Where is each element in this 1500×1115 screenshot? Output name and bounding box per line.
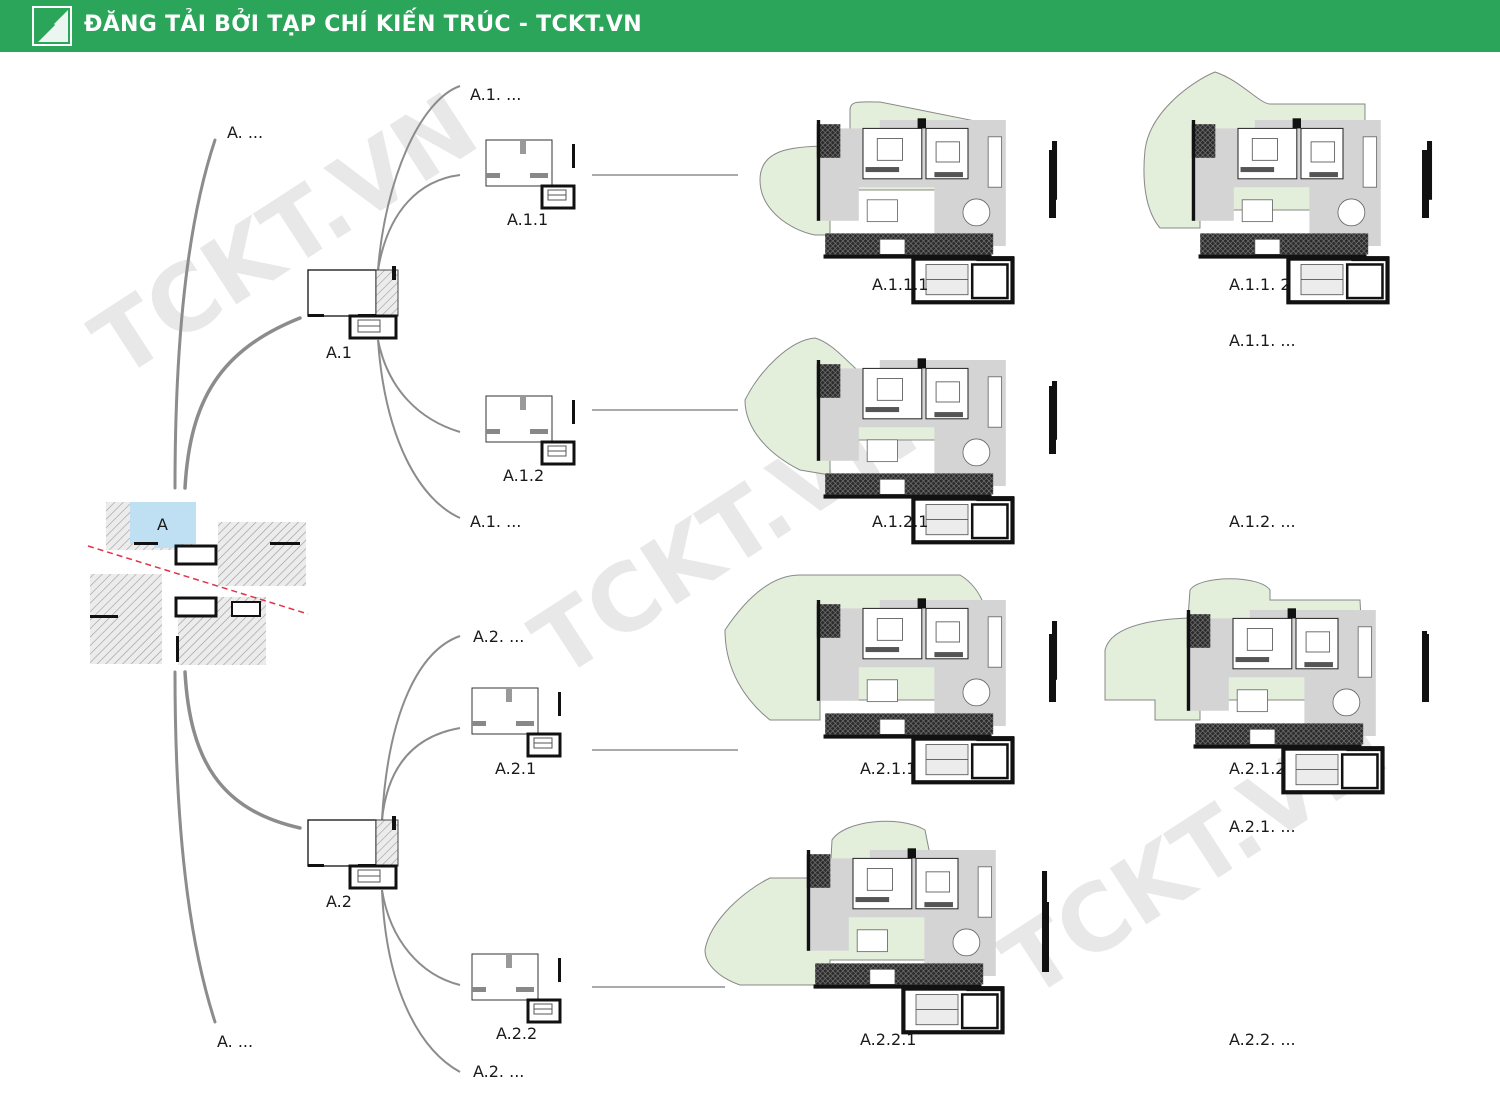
- watermark-1: TCKT.VN: [74, 73, 496, 399]
- label-a22-more: A.2.2. ...: [1229, 1030, 1296, 1049]
- label-a2: A.2: [326, 892, 352, 911]
- label-a1-more-bottom: A.1. ...: [470, 512, 521, 531]
- plan-a1: [306, 264, 400, 340]
- floorplan-variation-diagram: TCKT.VN TCKT.VN TCKT.VN A: [74, 71, 1500, 1081]
- plan-a121: [744, 337, 1057, 542]
- zone-label-a: A: [157, 515, 168, 534]
- label-a211: A.2.1.1: [860, 759, 916, 778]
- tckt-logo-icon: [32, 6, 72, 46]
- header-banner: ĐĂNG TẢI BỞI TẠP CHÍ KIẾN TRÚC - TCKT.VN: [0, 0, 1500, 52]
- plan-a212: [1104, 578, 1427, 793]
- zone-a-highlight: [130, 502, 196, 544]
- plan-a221: [704, 820, 1047, 1032]
- plan-a22: [470, 952, 563, 1024]
- branch-lines: [173, 138, 302, 1024]
- plan-a11: [484, 138, 577, 210]
- label-a-top: A. ...: [227, 123, 263, 142]
- sub-branch-lines: [377, 85, 461, 1073]
- label-a221: A.2.2.1: [860, 1030, 916, 1049]
- label-a2-more-bottom: A.2. ...: [473, 1062, 524, 1081]
- label-a212: A.2.1.2: [1229, 759, 1285, 778]
- label-a121: A.1.2.1: [872, 512, 928, 531]
- section-cut-line: [87, 545, 309, 615]
- plan-a112: [1143, 71, 1432, 302]
- label-a1: A.1: [326, 343, 352, 362]
- label-a21-more: A.2.1. ...: [1229, 817, 1296, 836]
- label-a12-more: A.1.2. ...: [1229, 512, 1296, 531]
- label-a22: A.2.2: [496, 1024, 537, 1043]
- plan-a21: [470, 686, 563, 758]
- plan-a111: [759, 101, 1057, 302]
- plan-a12: [484, 394, 577, 466]
- label-a112: A.1.1. 2: [1229, 275, 1291, 294]
- connector-lines: [592, 174, 738, 988]
- label-a21: A.2.1: [495, 759, 536, 778]
- label-a2-more-top: A.2. ...: [473, 627, 524, 646]
- banner-title: ĐĂNG TẢI BỞI TẠP CHÍ KIẾN TRÚC - TCKT.VN: [84, 12, 642, 37]
- label-a11: A.1.1: [507, 210, 548, 229]
- plan-a2: [306, 814, 400, 890]
- label-a11-more: A.1.1. ...: [1229, 331, 1296, 350]
- root-floorplan: A: [87, 502, 309, 665]
- label-a1-more-top: A.1. ...: [470, 85, 521, 104]
- plan-a211: [724, 574, 1057, 782]
- label-a12: A.1.2: [503, 466, 544, 485]
- label-a111: A.1.1.1: [872, 275, 928, 294]
- label-a-bottom: A. ...: [217, 1032, 253, 1051]
